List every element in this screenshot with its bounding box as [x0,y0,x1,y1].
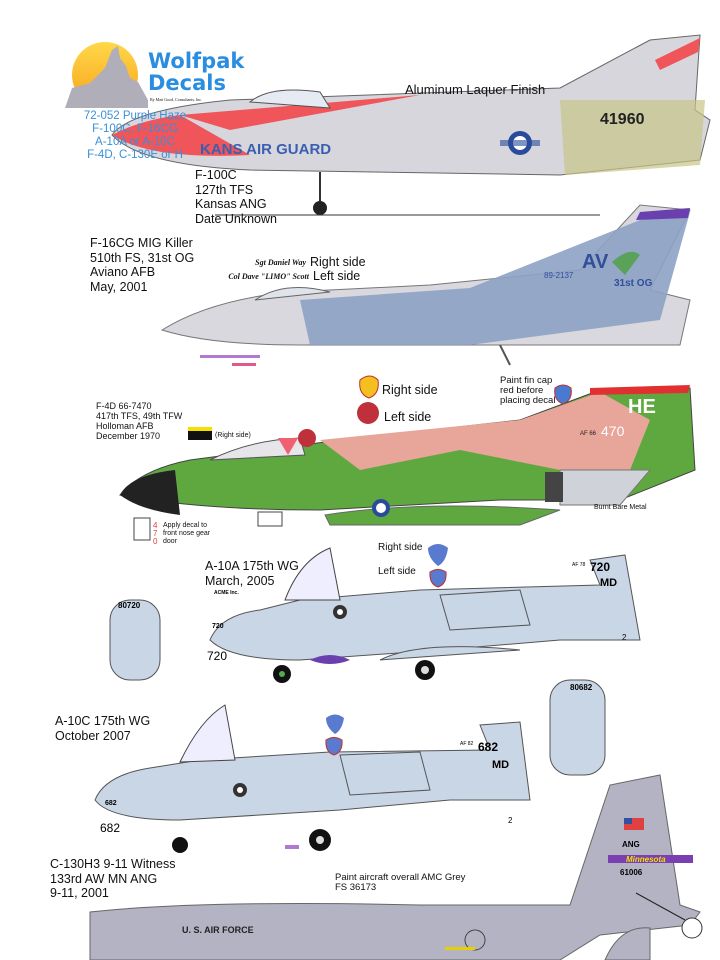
f4-badge-right-label: Right side [382,383,438,397]
note-line: front nose gear [163,530,211,537]
digit: 4 [153,521,158,530]
a10c-tail-code: MD [492,759,509,771]
a10c-canopy-number: 80682 [570,683,593,692]
note-line: Paint fin cap [500,375,553,386]
a10c-nose-number-large: 682 [100,821,120,835]
f4-nose-gear-digits: 4 7 0 [153,522,157,546]
caption-line: C-130H3 9-11 Witness [50,857,176,871]
f16-tail-unit: 31st OG [614,278,653,289]
caption-line: May, 2001 [90,279,148,294]
brand-name-line2: Decals [148,71,226,95]
a10a-tail-code: MD [600,577,617,589]
f16-left-label: Left side [313,269,361,283]
caption-line: October 2007 [55,728,131,743]
a10c-tail-prefix: AF 82 [460,741,474,747]
wolf-sun-logo-icon [65,42,148,108]
f4-burnt-metal-note: Burnt Bare Metal [594,504,647,511]
a10a-badge-left-label: Left side [378,566,416,577]
f16-tail-code: AV [582,251,609,273]
f100-serial: 41960 [600,111,645,128]
f100-finish-note: Aluminum Laquer Finish [405,82,546,97]
a10a-nose-number-large: 720 [207,649,227,663]
brand-name-line1: Wolfpak [148,49,245,73]
note-line: Apply decal to [163,522,207,529]
c130-fuselage-text: U. S. AIR FORCE [182,925,254,935]
a10c-tail-number: 682 [478,740,498,754]
f100-profile [111,34,711,216]
c130-tail-ang: ANG [622,840,640,849]
f16-profile [160,204,691,366]
f4-tail-code: HE [628,396,656,418]
a10a-nose-number: 720 [212,623,224,630]
a10a-profile [109,544,641,776]
sheet-line: F-100C, F-16CG [92,123,178,135]
a10a-caption: A-10A 175th WG March, 2005 [205,559,299,588]
caption-line: F-100C [195,168,237,182]
digit: 7 [153,529,158,538]
f4-tail-number: 470 [601,423,625,439]
caption-line: Kansas ANG [195,197,267,211]
caption-line: 133rd AW MN ANG [50,871,158,886]
sheet-title: 72-052 Purple Haze [83,110,187,122]
caption-line: December 1970 [96,431,161,441]
a10c-nose-number: 682 [105,800,117,807]
c130-paint-note: Paint aircraft overall AMC Grey FS 36173 [335,873,465,893]
f16-caption: F-16CG MIG Killer 510th FS, 31st OG Avia… [90,236,194,294]
brand-tagline: By Matt Good, Consultants, Inc. [150,97,203,102]
f4-right-side-note: (Right side) [215,432,251,439]
a10a-acme-label: ACME Inc. [214,590,239,596]
sheet-line: A-10A or A-10C [95,136,175,148]
f4-fin-cap-note: Paint fin cap red before placing decal [500,376,555,406]
f100-fuselage-text: KANS AIR GUARD [200,141,331,158]
c130-profile [89,774,703,960]
a10a-tail-number: 720 [590,560,610,574]
a10c-callout: 2 [508,816,513,825]
digit: 0 [153,537,158,546]
a10a-badge-right-label: Right side [378,542,423,553]
c130-tail-state: Minnesota [626,855,666,864]
a10c-caption: A-10C 175th WG October 2007 [55,714,150,743]
caption-line: 127th TFS [195,182,254,197]
f16-right-label: Right side [310,255,366,269]
caption-line: Aviano AFB [90,265,156,279]
f16-tail-serial: 89-2137 [544,271,574,280]
a10a-callout: 2 [622,633,627,642]
f100-caption: F-100C 127th TFS Kansas ANG Date Unknown [195,168,277,226]
f16-left-name: Col Dave "LIMO" Scott [228,272,309,281]
c130-caption: C-130H3 9-11 Witness 133rd AW MN ANG 9-1… [50,857,176,901]
note-line: Paint aircraft overall AMC Grey [335,872,466,883]
c130-tail-serial: 61006 [620,868,643,877]
caption-line: March, 2005 [205,573,275,588]
f4-profile [119,375,696,541]
caption-line: A-10A 175th WG [205,559,299,573]
caption-line: 9-11, 2001 [50,886,109,900]
note-line: red before [500,385,544,396]
caption-line: Date Unknown [195,211,277,226]
note-line: door [163,538,178,545]
a10c-profile [94,704,531,853]
f4-tail-prefix: AF 66 [580,431,597,437]
caption-line: 417th TFS, 49th TFW [96,411,183,421]
caption-line: Holloman AFB [96,421,154,431]
caption-line: A-10C 175th WG [55,714,151,728]
a10a-tail-prefix: AF 78 [572,562,586,568]
f16-right-name: Sgt Daniel Way [255,258,306,267]
sheet-line: F-4D, C-130E or H [87,149,183,161]
sheet-info: 72-052 Purple Haze F-100C, F-16CG A-10A … [50,110,220,162]
wolfpak-logo [60,38,150,108]
a10a-canopy-number: 80720 [118,601,141,610]
f4-badge-left-label: Left side [384,410,432,424]
f4-caption: F-4D 66-7470 417th TFS, 49th TFW Holloma… [96,401,182,441]
caption-line: F-16CG MIG Killer [90,236,193,250]
caption-line: F-4D 66-7470 [96,401,152,411]
caption-line: 510th FS, 31st OG [90,250,195,265]
note-line: placing decal [500,395,556,406]
f4-nose-gear-note: Apply decal to front nose gear door [163,522,210,546]
note-line: FS 36173 [335,882,377,893]
